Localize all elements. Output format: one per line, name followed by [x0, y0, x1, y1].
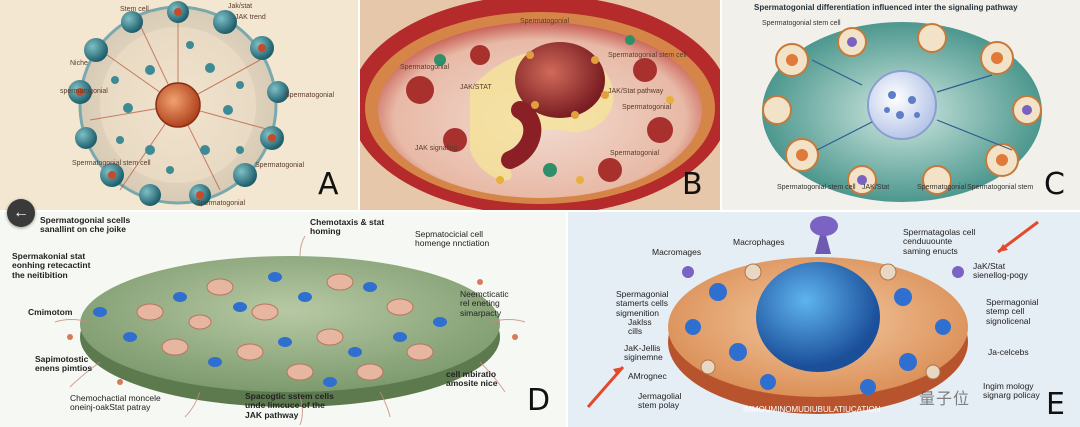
panel-a-letter: A — [318, 167, 339, 202]
panel-e-label: Spermatagolas cell cenduuounte saming en… — [903, 227, 976, 256]
panel-b-label: Spermatogonial — [520, 18, 570, 25]
panel-a: Stem cell Jak/stat JAK trend Niche sperm… — [0, 0, 358, 210]
panel-c-illustration — [762, 22, 1042, 202]
panel-b-label: Spermatogonial — [610, 150, 660, 157]
panel-b-label: Spermatogonial — [400, 64, 450, 71]
panel-d-label: Chemotaxis & stat homing — [310, 217, 385, 237]
panel-d-label: Spermakonial stat eonhing retecactint th… — [12, 251, 91, 280]
panel-a-label: JAK trend — [235, 14, 266, 21]
panel-d-label: Cmimotom — [28, 307, 73, 317]
panel-c-label: Spermatogonial stem cell — [777, 184, 856, 191]
panel-e-label: JaK-Jellis siginemne — [624, 343, 663, 363]
panel-a-label: Jak/stat — [228, 3, 253, 10]
panel-b-label: JAK signaling — [415, 145, 458, 152]
panel-c: Spermatogonial differentiation influence… — [722, 0, 1080, 210]
panel-c-letter: C — [1044, 167, 1065, 202]
back-arrow-button[interactable]: ← — [7, 199, 35, 227]
panel-e-label: Macromages — [652, 247, 702, 257]
watermark: 量子位 — [918, 389, 970, 408]
panel-c-label: Spermatogonial stem — [967, 184, 1034, 191]
panel-c-title: Spermatogonial differentiation influence… — [754, 3, 1018, 12]
panel-e-label: Spermagonial stemp cell signolicenal — [986, 297, 1039, 326]
panel-e: Macrophages Spermatagolas cell cenduuoun… — [568, 212, 1080, 427]
panel-d-label: Sepmatocicial cell homenge nnctiation — [415, 229, 490, 249]
panel-e-label: Jermagolial stem polay — [638, 391, 682, 411]
panel-e-label: Spermagonial stamerts cells sigmenition — [616, 289, 669, 318]
panel-e-label: AMrognec — [628, 371, 667, 381]
panel-a-label: spermatogonial — [60, 88, 108, 95]
panel-d-label: Neemcticatic rel eneting simarpacty — [460, 289, 509, 318]
panel-a-illustration — [68, 1, 289, 206]
panel-e-label: IMMOUMINOMUDIUBULATIUCATION — [743, 405, 881, 414]
panel-d-label: cell mbiratio amosite nice — [446, 369, 498, 389]
panel-e-label: Jaklss cills — [628, 317, 652, 337]
panel-a-label: Spermatogonial stem cell — [72, 160, 151, 167]
panel-c-label: Spermatogonial — [917, 184, 967, 191]
panel-c-label: JAK/Stat — [862, 184, 890, 191]
panel-d-label: Sapimotostic enens pimtios — [35, 354, 93, 374]
panel-b-label: Spermatogonial — [622, 104, 672, 111]
panel-e-illustration — [586, 216, 1039, 414]
panel-b: Spermatogonial stem cell JAK/STAT JAK/St… — [360, 0, 720, 210]
arrow-left-icon: ← — [13, 204, 29, 221]
panel-a-label: Spermatogonial — [285, 92, 335, 99]
panel-e-letter: E — [1046, 387, 1065, 422]
panel-b-letter: B — [682, 167, 703, 202]
panel-d-label: Spermatogonial scells sanallint on che j… — [40, 215, 131, 235]
panel-e-label: Ingim mology signarg policay — [983, 381, 1040, 401]
panel-d-label: Chemochactial moncele oneinj-oakStat pat… — [70, 393, 161, 413]
panel-a-label: Spermatogonial — [196, 200, 246, 207]
panel-e-label: Macrophages — [733, 237, 785, 247]
panel-d-label: Spacogtic sstem cells unde limcuce of th… — [245, 391, 334, 420]
panel-a-label: Spermatogonial — [255, 162, 305, 169]
panel-b-illustration — [360, 0, 720, 210]
panel-d-illustration — [54, 235, 526, 426]
panel-a-label: Stem cell — [120, 6, 149, 13]
panel-b-label: JAK/STAT — [460, 84, 492, 91]
panel-d: Spermatogonial scells sanallint on che j… — [0, 212, 566, 427]
panel-d-letter: D — [527, 383, 551, 418]
panel-a-label: Niche — [70, 60, 88, 67]
panel-b-label: JAK/Stat pathway — [608, 88, 664, 95]
panel-e-label: Ja-celcebs — [988, 347, 1029, 357]
panel-c-label: Spermatogonial stem cell — [762, 20, 841, 27]
panel-b-label: Spermatogonial stem cell — [608, 52, 687, 59]
panel-e-label: JaK/Stat sienellog-pogy — [973, 261, 1028, 281]
